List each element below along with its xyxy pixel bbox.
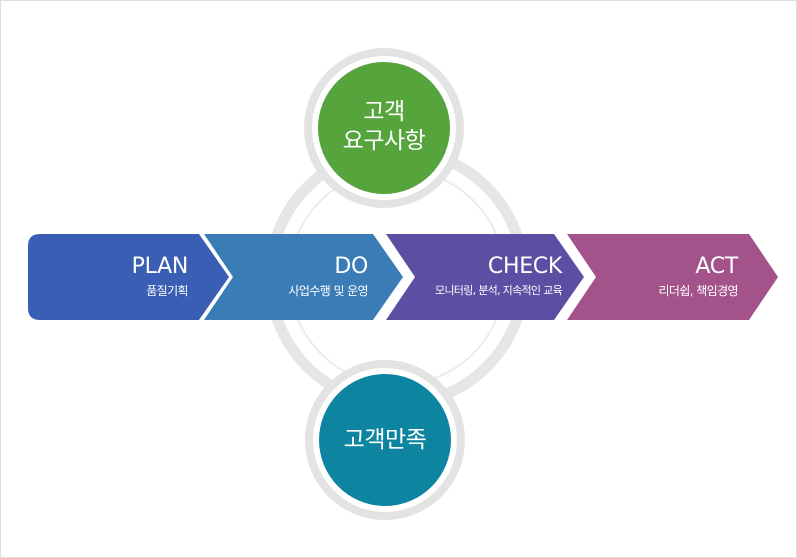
customer-requirements-circle [318, 62, 450, 194]
top-circle-line2: 요구사항 [342, 128, 426, 154]
do-step-arrow [204, 234, 403, 320]
check-step-arrow [386, 234, 584, 320]
act-title: ACT [695, 254, 738, 279]
do-title: DO [334, 254, 368, 279]
top-circle-line1: 고객 [363, 99, 405, 125]
act-subtitle: 리더쉽, 책임경영 [658, 284, 738, 298]
plan-subtitle: 품질기획 [146, 284, 188, 298]
do-subtitle: 사업수행 및 운영 [288, 284, 368, 298]
check-title: CHECK [487, 254, 562, 279]
top-circle-label: 고객 요구사항 [318, 98, 450, 156]
bottom-circle-label: 고객만족 [343, 427, 427, 453]
act-step-arrow [567, 234, 778, 320]
check-subtitle: 모니터링, 분석, 지속적인 교육 [434, 284, 563, 297]
customer-satisfaction-circle [319, 374, 451, 506]
plan-title: PLAN [131, 254, 189, 279]
plan-step-arrow [28, 234, 229, 320]
